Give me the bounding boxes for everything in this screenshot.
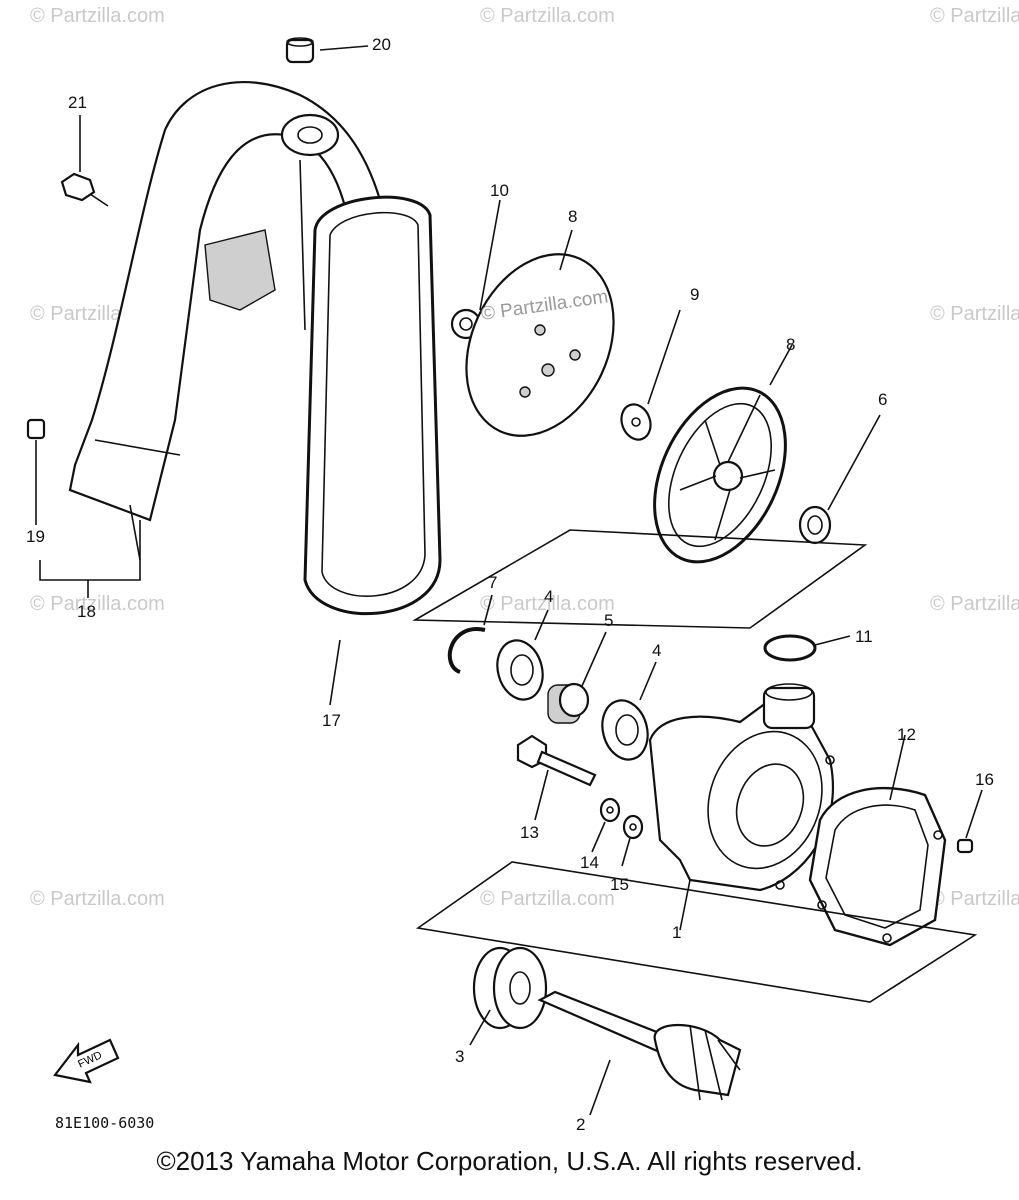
callout-20: 20 — [372, 35, 391, 54]
callout-2: 2 — [576, 1115, 585, 1134]
callout-3: 3 — [455, 1047, 464, 1066]
assembly-frame-lower — [415, 861, 978, 1003]
part-spacer — [547, 631, 607, 724]
part-bolt — [516, 734, 597, 821]
part-belt-cover — [68, 81, 387, 561]
callout-11: 11 — [855, 627, 873, 646]
callout-8: 8 — [568, 207, 577, 226]
part-grommet — [285, 37, 369, 64]
callout-4: 4 — [544, 587, 553, 606]
watermark: © Partzilla.com — [480, 5, 615, 27]
watermark: © Partzilla.com — [930, 5, 1019, 27]
front-direction-arrow: FWD — [53, 1038, 120, 1084]
callout-19: 19 — [26, 527, 45, 546]
part-washer — [620, 309, 681, 441]
callout-5: 5 — [604, 611, 613, 630]
part-collar — [26, 418, 46, 525]
part-oil-seal — [798, 414, 881, 545]
watermark: © Partzilla.com — [930, 593, 1019, 615]
watermark: © Partzilla.com — [930, 303, 1019, 325]
callout-18: 18 — [77, 602, 96, 621]
callouts: 1 2 3 4 4 5 6 7 8 8 9 10 11 12 13 14 15 … — [26, 35, 994, 1134]
part-gasket — [808, 734, 947, 947]
callout-8: 8 — [786, 335, 795, 354]
part-v-belt — [303, 195, 442, 706]
exploded-parts-diagram: © Partzilla.com © Partzilla.com © Partzi… — [26, 5, 1019, 1134]
callout-16: 16 — [975, 770, 994, 789]
watermark: © Partzilla.com — [480, 593, 615, 615]
part-bearing-right — [601, 661, 657, 761]
callout-1: 1 — [672, 923, 681, 942]
callout-6: 6 — [878, 390, 887, 409]
diagram-code: 81E100-6030 — [55, 1114, 154, 1132]
callout-14: 14 — [580, 853, 599, 872]
part-washer-14 — [591, 797, 621, 853]
watermark: © Partzilla.com — [30, 888, 165, 910]
callout-7: 7 — [488, 573, 497, 592]
assembly-frame-upper — [412, 529, 868, 629]
callout-4: 4 — [652, 641, 661, 660]
part-bearing-left — [496, 609, 549, 701]
part-pump-housing — [648, 683, 835, 931]
part-impeller-shaft — [537, 990, 742, 1116]
callout-15: 15 — [610, 875, 629, 894]
part-dowel-pin — [956, 789, 983, 854]
callout-21: 21 — [68, 93, 87, 112]
callout-13: 13 — [520, 823, 539, 842]
watermark: © Partzilla.com — [30, 5, 165, 27]
watermark: © Partzilla.com — [30, 593, 165, 615]
watermark: © Partzilla.com — [930, 888, 1019, 910]
part-pulley-inner — [653, 344, 793, 564]
callout-12: 12 — [897, 725, 916, 744]
part-o-ring — [763, 634, 851, 662]
watermarks: © Partzilla.com © Partzilla.com © Partzi… — [30, 5, 1019, 910]
part-circlip — [447, 594, 493, 674]
part-washer-15 — [621, 814, 644, 867]
part-screw — [60, 115, 109, 207]
part-pulley-outer — [465, 229, 615, 437]
callout-bracket-18 — [39, 520, 141, 598]
watermark: © Partzilla.com — [480, 888, 615, 910]
copyright-footer: ©2013 Yamaha Motor Corporation, U.S.A. A… — [156, 1146, 863, 1176]
part-mechanical-seal — [469, 946, 548, 1046]
callout-9: 9 — [690, 285, 699, 304]
callout-17: 17 — [322, 711, 341, 730]
callout-10: 10 — [490, 181, 509, 200]
